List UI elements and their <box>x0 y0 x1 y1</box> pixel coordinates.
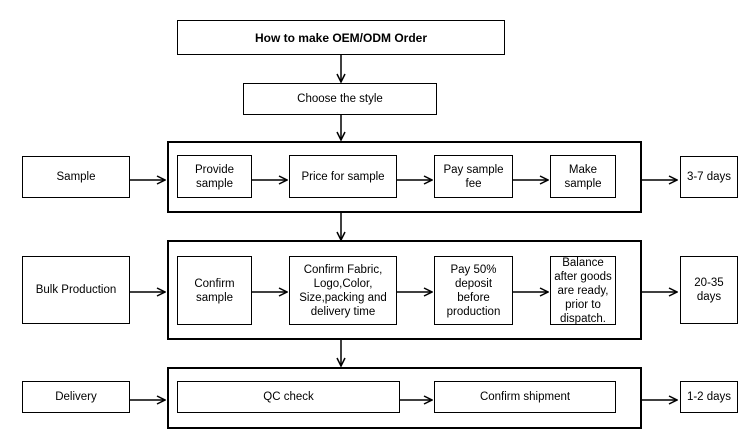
duration-bulk: 20-35 days <box>680 256 738 324</box>
title-box: How to make OEM/ODM Order <box>177 20 505 55</box>
sample-group <box>167 141 642 213</box>
duration-delivery: 1-2 days <box>680 381 738 413</box>
step-pay-sample-fee: Pay sample fee <box>434 155 513 198</box>
step-qc-check: QC check <box>177 381 400 413</box>
delivery-group <box>167 367 642 429</box>
step-confirm-shipment: Confirm shipment <box>434 381 616 413</box>
step-confirm-sample: Confirm sample <box>177 256 252 325</box>
step-confirm-fabric: Confirm Fabric, Logo,Color, Size,packing… <box>289 256 397 325</box>
step-balance-payment: Balance after goods are ready, prior to … <box>550 256 616 325</box>
row-label-bulk-production: Bulk Production <box>22 256 130 324</box>
step-provide-sample: Provide sample <box>177 155 252 198</box>
step-pay-deposit: Pay 50% deposit before production <box>434 256 513 325</box>
bulk-production-group <box>167 240 642 340</box>
choose-style-text: Choose the style <box>297 93 383 105</box>
row-label-delivery: Delivery <box>22 381 130 413</box>
step-price-for-sample: Price for sample <box>289 155 397 198</box>
title-text: How to make OEM/ODM Order <box>254 30 428 45</box>
choose-style-box: Choose the style <box>243 83 437 115</box>
step-make-sample: Make sample <box>550 155 616 198</box>
duration-sample: 3-7 days <box>680 156 738 198</box>
row-label-sample: Sample <box>22 156 130 198</box>
